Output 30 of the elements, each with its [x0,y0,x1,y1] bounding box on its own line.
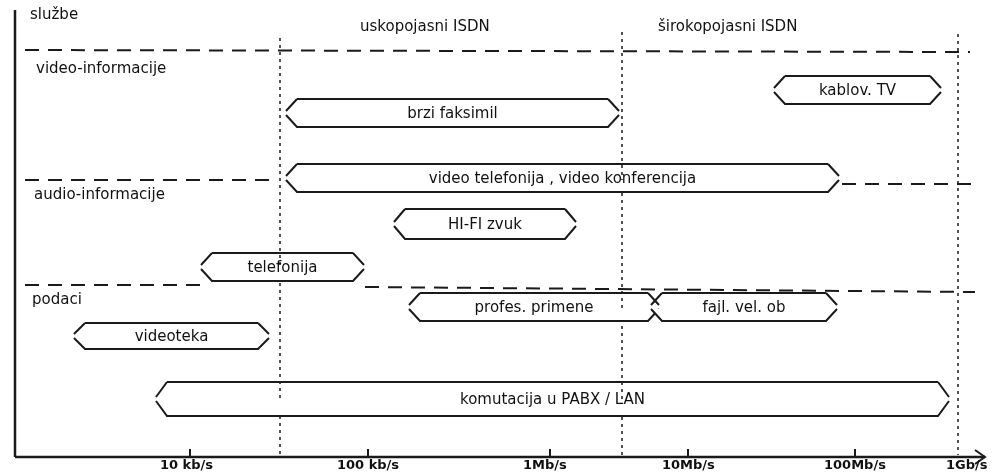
row-heading: audio-informacije [34,186,165,203]
row-heading: podaci [32,291,82,308]
service-label: telefonija [247,259,318,275]
double-arrow-band [285,98,620,128]
column-heading: službe [30,6,79,23]
axis-tick-label: 100Mb/s [824,458,886,473]
axis-tick-label: 10Mb/s [662,458,715,473]
service-label: komutacija u PABX / LAN [460,391,645,407]
double-arrow-band [73,322,270,350]
service-label: video telefonija , video konferencija [428,170,697,186]
column-heading: uskopojasni ISDN [360,18,490,35]
column-heading: širokopojasni ISDN [658,18,798,35]
row-heading: video-informacije [36,60,167,77]
service-label: profes. primene [474,299,594,315]
double-arrow-band [773,75,942,105]
double-arrow-band [200,252,365,282]
double-arrow-band [155,381,950,417]
double-arrow-band [408,292,660,322]
service-label: videoteka [134,328,209,344]
axis-tick-label: 1Gb/s [946,458,988,473]
double-arrow-band [393,208,577,240]
double-arrow-band [285,163,840,193]
axis-tick-label: 100 kb/s [337,458,400,473]
double-arrow-band [650,292,838,322]
service-label: brzi faksimil [407,105,498,121]
service-label: fajl. vel. ob [702,299,786,315]
service-label: HI-FI zvuk [448,216,522,232]
axis-tick-label: 1Mb/s [523,458,567,473]
service-label: kablov. TV [818,82,897,98]
axis-tick-label: 10 kb/s [160,458,214,473]
